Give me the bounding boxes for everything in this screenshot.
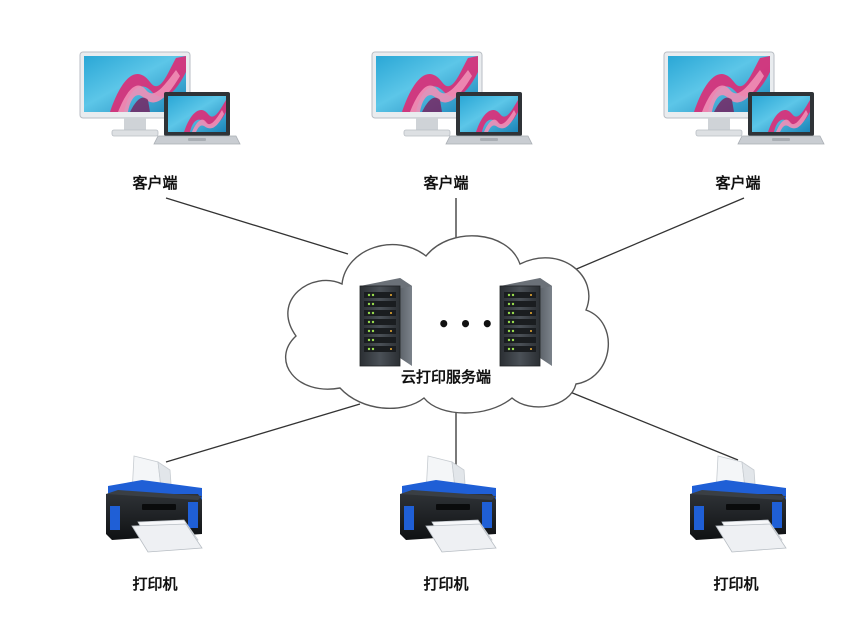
- client-label-3: 客户端: [715, 174, 761, 192]
- printer-icon-3: [689, 455, 787, 553]
- connection-lines: [165, 197, 745, 466]
- printer-label-2: 打印机: [423, 575, 469, 593]
- server-ellipsis: • • •: [437, 312, 495, 336]
- link-printer-3: [569, 391, 739, 461]
- link-client-3: [559, 197, 745, 277]
- printer-icon-2: [399, 455, 497, 553]
- link-printer-1: [165, 403, 361, 463]
- link-client-1: [165, 197, 349, 255]
- printer-icon-1: [105, 455, 203, 553]
- client-icon-3: [663, 51, 825, 145]
- client-icon-1: [79, 51, 241, 145]
- client-label-1: 客户端: [132, 174, 178, 192]
- printer-label-1: 打印机: [132, 575, 178, 593]
- client-icon-2: [371, 51, 533, 145]
- server-icon-1: [359, 277, 413, 367]
- cloud-label: 云打印服务端: [400, 368, 491, 386]
- cloud-shape: [285, 235, 609, 414]
- printer-label-3: 打印机: [713, 575, 759, 593]
- client-label-2: 客户端: [423, 174, 469, 192]
